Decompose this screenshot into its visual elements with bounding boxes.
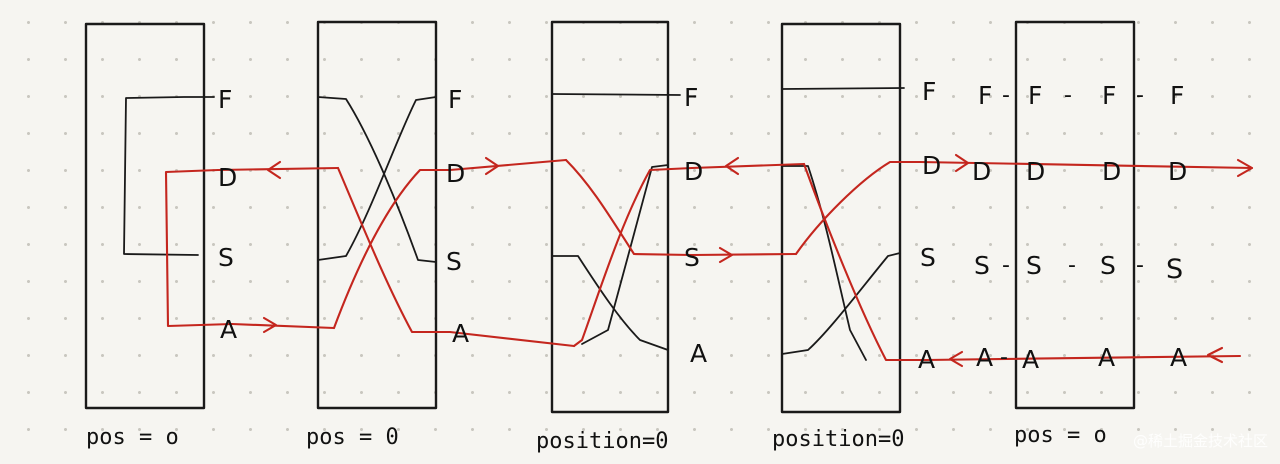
chain-row-d: D D D D [972, 157, 1187, 186]
box-1-outline [84, 22, 206, 410]
signal-box3-d-to-box4 [690, 162, 806, 170]
caption-box-2: pos = 0 [306, 425, 399, 450]
signal-arrowheads [262, 153, 1254, 368]
box-5-outline [1014, 20, 1136, 410]
box-2-wire-f-s [317, 96, 437, 263]
box-4-wire-f [781, 87, 905, 90]
watermark: @稀土掘金技术社区 [1133, 432, 1268, 450]
box-2-wire-s-f [317, 96, 437, 261]
chain-f-1: F [978, 81, 992, 110]
box-3-wire-d-a [581, 164, 669, 345]
signal-box4-s-to-d [794, 160, 922, 256]
box-4-pin-f: F [922, 77, 936, 106]
chain-f-3: F [1102, 81, 1116, 110]
arrowhead-box2-d-right [484, 156, 500, 176]
chain-a-1: A [976, 343, 993, 372]
chain-d-4: D [1168, 157, 1187, 186]
box-outlines [84, 20, 1136, 414]
chain-d-3: D [1102, 157, 1121, 186]
arrowhead-box1-a-right [262, 316, 278, 334]
box-1-pin-d: D [218, 163, 237, 192]
arrowhead-d-chain-end [1236, 158, 1254, 178]
chain-s-dash-2: - [1068, 253, 1076, 278]
signal-box1-d-to-box2 [216, 166, 340, 172]
chain-row-s: S - S - S - S [974, 251, 1183, 285]
box-2-pin-s: S [446, 247, 462, 276]
box-2-outline [316, 20, 438, 410]
chain-a-4: A [1170, 343, 1187, 372]
box-3-pin-a: A [690, 339, 707, 368]
chain-s-3: S [1100, 251, 1116, 280]
signal-box3-d-to-s [564, 158, 694, 257]
box-2-pin-f: F [448, 85, 462, 114]
box-4-wire-s-a [781, 252, 901, 355]
signal-box2-cross-d-a [336, 166, 452, 334]
arrowhead-d-chain-right [954, 153, 970, 173]
box-1-pins: F D S A [218, 85, 237, 344]
chain-f-dash-2: - [1064, 83, 1072, 108]
arrowhead-box1-d-left [266, 160, 282, 180]
chain-a-2: A [1022, 345, 1039, 374]
box-2-pin-a: A [452, 319, 469, 348]
arrowhead-box3-d-left [724, 156, 740, 176]
box-captions: pos = o pos = 0 position=0 position=0 po… [86, 423, 1107, 454]
chain-f-dash-1: - [1002, 83, 1010, 108]
box-1-pin-a: A [220, 315, 237, 344]
caption-box-5: pos = o [1014, 423, 1107, 448]
arrowhead-a-chain-left-1 [948, 350, 964, 368]
caption-box-3: position=0 [536, 429, 668, 454]
signal-box3-a-to-d [572, 166, 694, 348]
box-4-pin-a: A [918, 345, 935, 374]
box-4-pin-s: S [920, 243, 936, 272]
box-3-wire-s-a [551, 255, 669, 351]
box-4-pin-d: D [922, 151, 941, 180]
arrowhead-box3-s-right [718, 246, 734, 264]
box-2-pin-d: D [446, 159, 465, 188]
chain-a-3: A [1098, 343, 1115, 372]
box-3-pin-d: D [684, 157, 703, 186]
chain-s-dash-3: - [1136, 253, 1144, 278]
caption-box-1: pos = o [86, 425, 179, 450]
signal-box2-cross-a-d [332, 168, 452, 330]
signal-a-chain [924, 354, 1242, 362]
chain-s-1: S [974, 251, 990, 280]
signal-box2-a-to-box3 [448, 330, 576, 348]
signal-box2-d-to-box3 [448, 158, 568, 172]
signal-box4-d-to-a [802, 162, 928, 362]
chain-s-4: S [1166, 254, 1183, 285]
chain-s-dash-1: - [1002, 253, 1010, 278]
box-1-pin-s: S [218, 243, 234, 272]
signal-box3-s-to-box4 [690, 252, 798, 257]
arrowhead-a-chain-left-2 [1206, 346, 1224, 364]
chain-a-dash-1: - [1000, 345, 1008, 370]
signal-box1-a-to-box2 [230, 322, 336, 330]
chain-f-4: F [1170, 81, 1184, 110]
chain-d-1: D [972, 157, 991, 186]
signal-left-loop [164, 168, 234, 328]
box-1-wire-f-s [123, 96, 215, 256]
box-1-pin-f: F [218, 85, 232, 114]
box-4-pins: F D S A [918, 77, 941, 374]
black-wiring [85, 87, 1135, 361]
chain-row-a: A - A A A [976, 343, 1187, 374]
box-3-pins: F D S A [684, 83, 707, 368]
chain-f-dash-3: - [1136, 83, 1144, 108]
caption-box-4: position=0 [772, 427, 904, 452]
box-3-pin-s: S [684, 243, 700, 272]
chain-s-2: S [1026, 251, 1042, 280]
box-4-outline [780, 22, 902, 414]
chain-row-f: F - F - F - F [978, 81, 1184, 110]
box-3-wire-f [551, 93, 681, 96]
chain-f-2: F [1028, 81, 1042, 110]
box-3-outline [550, 20, 670, 414]
box-4-wire-d-s [781, 165, 867, 361]
box-3-pin-f: F [684, 83, 698, 112]
signal-path [164, 158, 1254, 362]
signal-d-chain [918, 160, 1254, 170]
box-2-pins: F D S A [446, 85, 469, 348]
box-stubs [85, 195, 1135, 231]
chain-d-2: D [1026, 157, 1045, 186]
